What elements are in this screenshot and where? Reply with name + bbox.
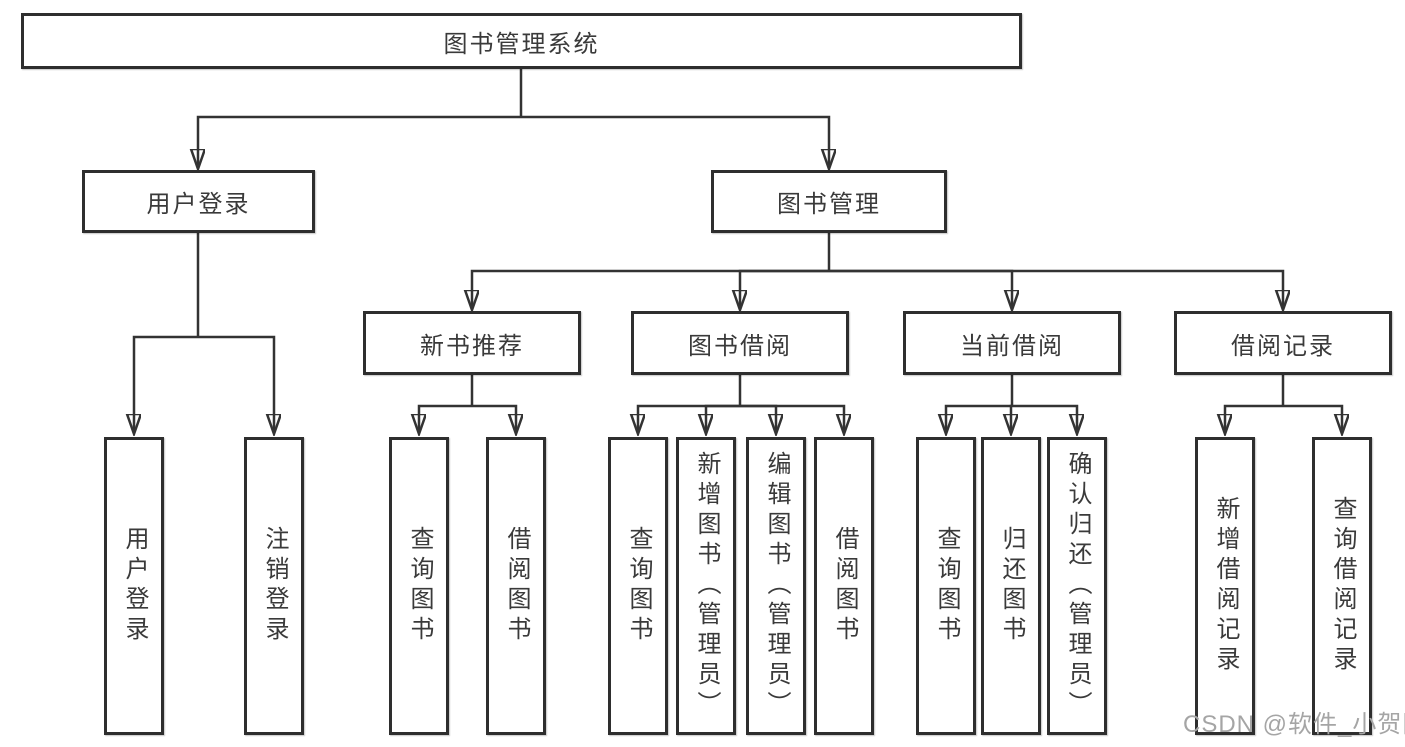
leaf-label: 编辑图书（管理员） [763,451,790,721]
leaf-label: 新增图书（管理员） [693,451,720,721]
node-root-system: 图书管理系统 [21,13,1022,69]
leaf-label: 查询借阅记录 [1329,496,1356,676]
connector-arrow [472,269,829,306]
connector-arrow [638,404,740,430]
leaf-label: 用户登录 [121,526,148,646]
leaf-add-books-admin: 新增图书（管理员） [676,437,736,735]
leaf-borrow-books: 借阅图书 [814,437,874,735]
leaf-logout: 注销登录 [244,437,304,735]
leaf-return-books: 归还图书 [981,437,1041,735]
leaf-label: 查询图书 [406,526,433,646]
connector-arrow [829,269,1012,306]
leaf-query-books-recommend: 查询图书 [389,437,449,735]
node-new-book-recommend: 新书推荐 [363,311,581,375]
leaf-query-books-current: 查询图书 [916,437,976,735]
node-label: 新书推荐 [420,332,524,360]
leaf-user-login: 用户登录 [104,437,164,735]
leaf-confirm-return-admin: 确认归还（管理员） [1047,437,1107,735]
leaf-label: 注销登录 [261,526,288,646]
node-label: 用户登录 [146,191,251,218]
connector-arrow [1011,404,1012,430]
node-current-borrow: 当前借阅 [903,311,1121,375]
leaf-label: 确认归还（管理员） [1064,451,1091,721]
leaf-label: 借阅图书 [831,526,858,646]
leaf-label: 归还图书 [998,526,1025,646]
connector-arrow [1225,404,1283,430]
connector-arrow [706,404,740,430]
leaf-edit-books-admin: 编辑图书（管理员） [746,437,806,735]
leaf-label: 查询图书 [933,526,960,646]
leaf-query-borrow-record: 查询借阅记录 [1312,437,1372,735]
leaf-label: 查询图书 [625,526,652,646]
csdn-watermark: CSDN @软件_小贺同学 [1183,711,1405,738]
node-label: 借阅记录 [1231,332,1335,360]
node-book-borrow: 图书借阅 [631,311,849,375]
leaf-add-borrow-record: 新增借阅记录 [1195,437,1255,735]
leaf-borrow-books-recommend: 借阅图书 [486,437,546,735]
leaf-label: 借阅图书 [503,526,530,646]
node-borrow-records: 借阅记录 [1174,311,1392,375]
connector-arrow [521,115,829,165]
connector-arrow [198,335,274,430]
connector-arrow [134,335,198,430]
connector-arrow [829,269,1283,306]
connector-arrow [472,404,516,430]
node-user-login: 用户登录 [82,170,315,233]
leaf-query-books-borrow: 查询图书 [608,437,668,735]
connector-arrow [740,404,844,430]
node-label: 当前借阅 [960,332,1064,360]
node-label: 图书管理 [777,191,881,218]
leaf-label: 新增借阅记录 [1212,496,1239,676]
connector-arrow [419,404,472,430]
connector-arrow [198,115,521,165]
node-label: 图书借阅 [688,332,792,360]
connector-arrow [1012,404,1077,430]
connector-arrow [740,269,829,306]
connector-arrow [740,404,776,430]
node-root-label: 图书管理系统 [443,30,600,58]
connector-arrow [946,404,1012,430]
connector-arrow [1283,404,1342,430]
node-book-management: 图书管理 [711,170,947,233]
